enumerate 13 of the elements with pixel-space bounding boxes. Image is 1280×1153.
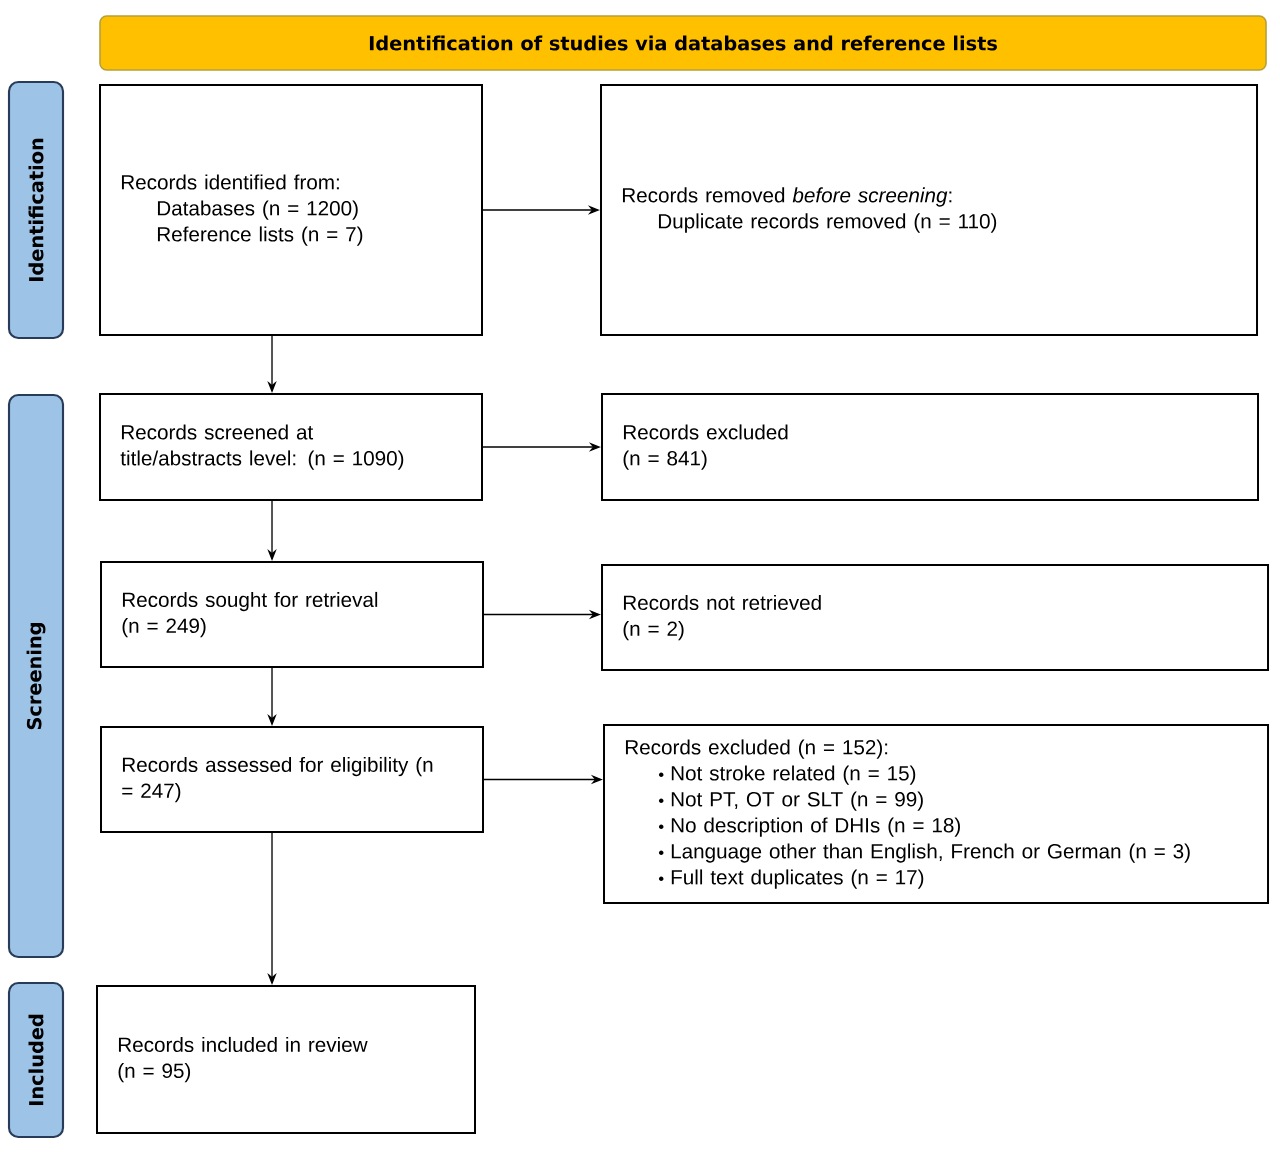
- process-box: Records not retrieved (n = 2): [601, 564, 1269, 671]
- process-box: Records removed before screening: Duplicate records removed (n = 110): [600, 84, 1258, 336]
- process-box: Records sought for retrieval (n = 249): [100, 561, 484, 668]
- stage-band: Identification: [7, 80, 65, 340]
- process-box: Records excluded (n = 841): [601, 393, 1259, 501]
- process-box: Records assessed for eligibility (n = 247): [100, 726, 484, 833]
- stage-band: Included: [7, 981, 65, 1139]
- process-box: Records identified from: Databases (n = 1200) Reference lists (n = 7): [99, 84, 483, 336]
- header-band: Identification of studies via databases and reference lists: [99, 15, 1267, 71]
- process-box: Records screened at title/abstracts level: (n = 1090): [99, 393, 483, 501]
- process-box: Records excluded (n = 152): Not stroke related (n = 15) Not PT, OT or SLT (n = 99) No description of DHIs (n = 18) Language other than English, French or German (n = 3) Full text duplicates (n = 17): [603, 724, 1269, 904]
- stage-band: Screening: [7, 393, 65, 959]
- process-box: Records included in review (n = 95): [96, 985, 476, 1134]
